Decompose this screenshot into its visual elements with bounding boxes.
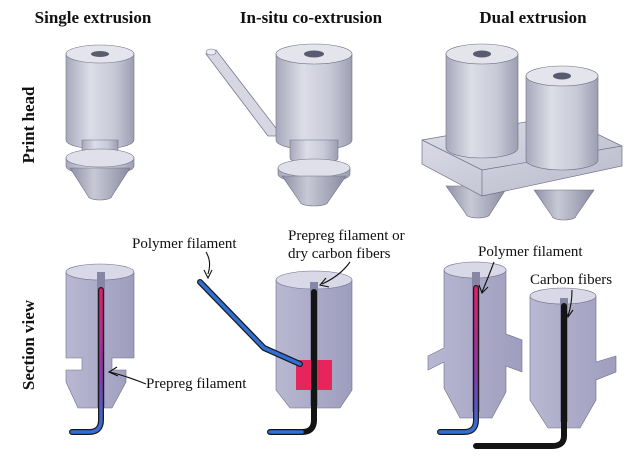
leader-prepreg-or-dry: [321, 261, 351, 285]
row-title-section-view: Section view: [19, 299, 38, 390]
insitu-coextrusion-head: [205, 43, 353, 207]
dual-extrusion-head: [421, 43, 623, 221]
label-polymer-filament-left: Polymer filament: [132, 236, 237, 252]
column-title-single: Single extrusion: [35, 8, 152, 27]
leader-prepreg-single: [109, 371, 147, 385]
dual-extrusion-section: [427, 261, 617, 449]
label-polymer-filament-right: Polymer filament: [478, 244, 583, 260]
column-title-dual: Dual extrusion: [479, 8, 587, 27]
leader-polymer-right: [481, 261, 495, 293]
single-extrusion-head: [65, 44, 135, 201]
label-prepreg-or-dry-line2: dry carbon fibers: [288, 246, 391, 262]
single-extrusion-section: [65, 263, 135, 435]
insitu-coextrusion-section: [197, 270, 353, 435]
leader-polymer-left: [205, 251, 211, 275]
label-carbon-fibers: Carbon fibers: [530, 272, 612, 288]
label-prepreg-or-dry-line1: Prepreg filament or: [288, 228, 405, 244]
column-title-insitu: In-situ co-extrusion: [240, 8, 383, 27]
row-title-print-head: Print head: [19, 86, 38, 164]
leader-carbon-fibers: [567, 289, 573, 317]
label-prepreg-filament: Prepreg filament: [146, 376, 247, 392]
